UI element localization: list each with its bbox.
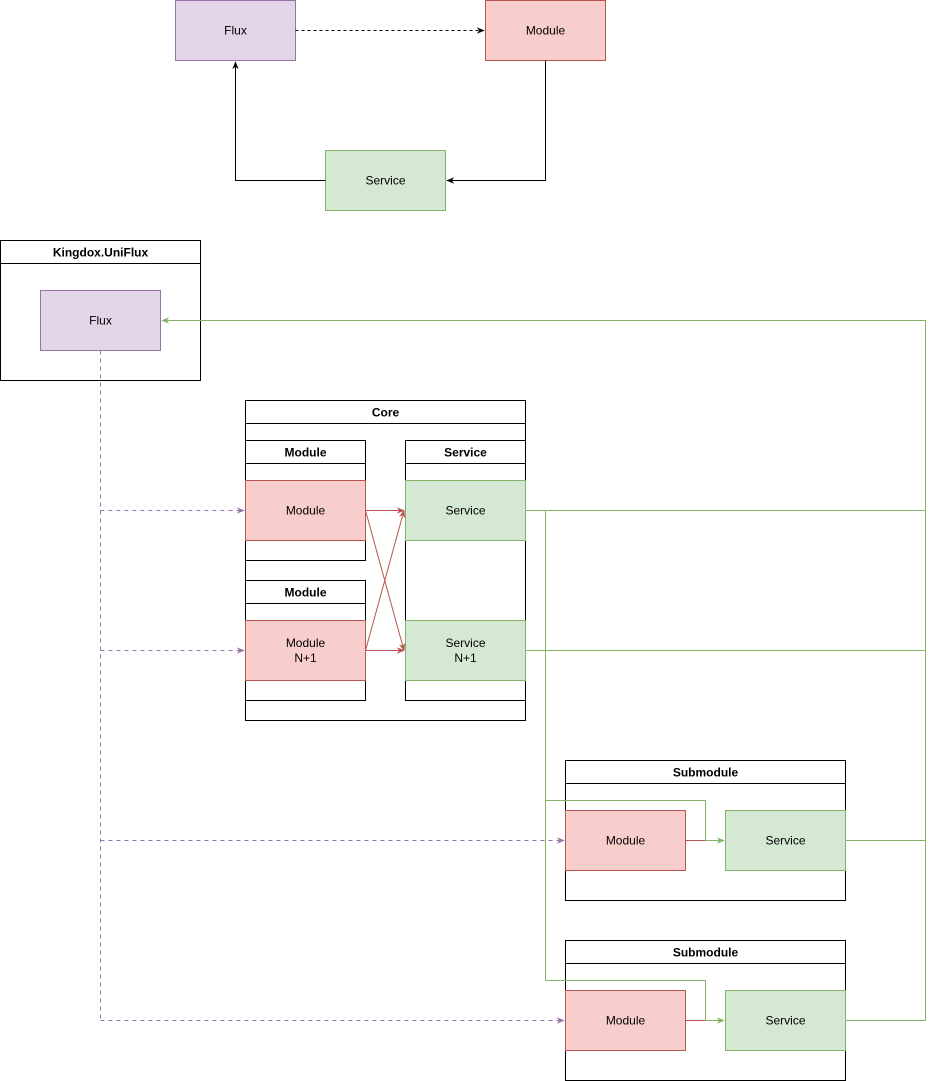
core-service-group: Service Service Service N+1 xyxy=(405,440,526,701)
core-service-2-node xyxy=(405,620,526,681)
submodule-1-title: Submodule xyxy=(673,766,739,780)
core-module-group-2-title: Module xyxy=(285,586,327,600)
core-module-1-label: Module xyxy=(286,504,326,518)
uniflux-container: Kingdox.UniFlux Flux xyxy=(0,240,201,381)
core-module-2-label-line2: N+1 xyxy=(294,651,317,665)
submodule-2-module-node xyxy=(565,990,686,1051)
flux-dispatch-lines xyxy=(100,350,565,1024)
branch-to-submodule-1-service xyxy=(545,800,724,841)
core-module-2-label-line1: Module xyxy=(286,636,326,650)
uniflux-flux-node xyxy=(40,290,161,351)
submodule-2-title: Submodule xyxy=(673,946,739,960)
submodule-2-service-label: Service xyxy=(765,1014,805,1028)
module-to-service-arrow xyxy=(446,60,546,184)
overview-service-node xyxy=(325,150,446,211)
submodule-1-service-label: Service xyxy=(765,834,805,848)
core-service-2-label-line1: Service xyxy=(445,636,485,650)
submodule-1-container: Submodule Module Service xyxy=(565,760,846,901)
overview-flux-node xyxy=(175,0,296,61)
service-feedback-lines xyxy=(161,317,926,1021)
submodule-2-service-node xyxy=(725,990,846,1051)
module2-to-service1-arrow xyxy=(365,509,406,651)
uniflux-title: Kingdox.UniFlux xyxy=(53,246,149,260)
submodule-2-module-label: Module xyxy=(606,1014,646,1028)
overview-service-label: Service xyxy=(365,174,405,188)
core-container: Core Module Module Module Module N+1 Ser… xyxy=(245,400,526,721)
overview-module-label: Module xyxy=(526,24,566,38)
uniflux-flux-label: Flux xyxy=(89,314,112,328)
service-to-flux-arrow xyxy=(232,61,326,181)
overview-flux-label: Flux xyxy=(224,24,247,38)
core-service-2-label-line2: N+1 xyxy=(454,651,477,665)
core-title: Core xyxy=(372,406,400,420)
submodule-1-service-node xyxy=(725,810,846,871)
core-module-group-1: Module Module xyxy=(245,440,366,561)
core-service-1-label: Service xyxy=(445,504,485,518)
core-module-group-2: Module Module N+1 xyxy=(245,580,366,701)
submodule-1-module-node xyxy=(565,810,686,871)
branch-to-submodule-2-service xyxy=(545,980,724,1021)
core-module-group-1-title: Module xyxy=(285,446,327,460)
submodule-1-module-label: Module xyxy=(606,834,646,848)
overview-module-node xyxy=(485,0,606,61)
feedback-to-flux-arrow xyxy=(161,317,926,1021)
core-service-group-title: Service xyxy=(444,446,487,460)
overview-cycle: Flux Module Service xyxy=(175,0,606,211)
